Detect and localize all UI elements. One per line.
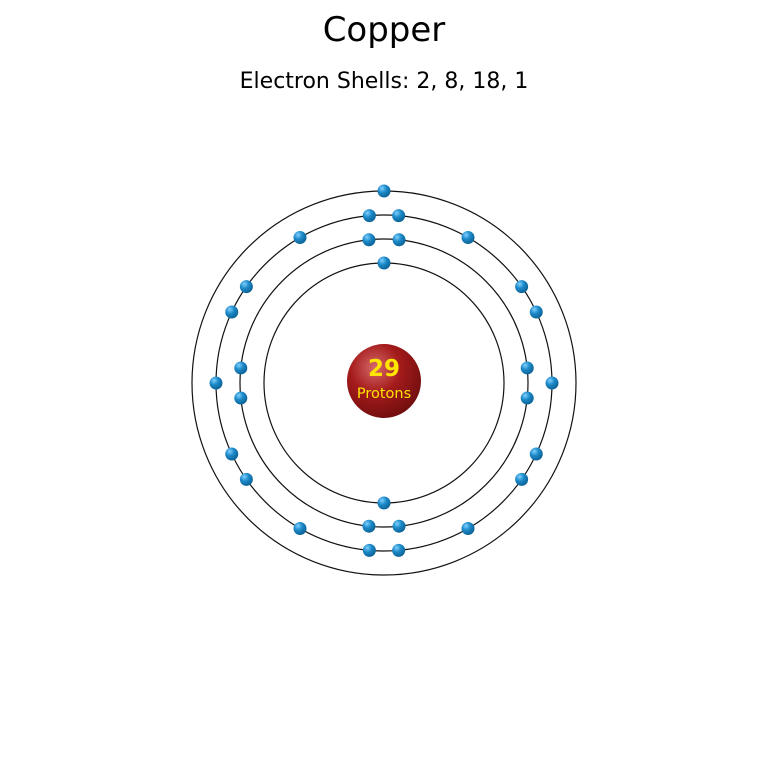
electron-shell-3-14 [462,231,475,244]
electron-shell-3-6 [515,473,528,486]
electron-shell-3-13 [294,231,307,244]
electron-shell-1-1 [378,257,391,270]
electron-shell-3-7 [392,544,405,557]
electron-shell-2-8 [234,361,247,374]
electron-shell-3-2 [392,209,405,222]
electron-shell-1-2 [378,497,391,510]
electron-shell-2-4 [521,392,534,405]
electron-shell-3-3 [515,280,528,293]
electron-shell-3-11 [225,306,238,319]
electron-shell-4-1 [378,185,391,198]
electron-shell-2-5 [393,520,406,533]
electron-shell-3-17 [294,522,307,535]
electron-shell-3-1 [363,209,376,222]
proton-count: 29 [368,356,400,382]
electron-shell-3-12 [240,280,253,293]
electron-shell-2-1 [362,233,375,246]
electron-shell-3-4 [530,306,543,319]
electron-shell-3-5 [530,448,543,461]
electron-shell-3-9 [240,473,253,486]
electron-shell-3-18 [210,377,223,390]
electron-shell-2-3 [521,361,534,374]
electron-shell-3-10 [225,448,238,461]
electron-shell-3-15 [546,377,559,390]
electron-shell-2-2 [393,233,406,246]
electron-shell-3-8 [363,544,376,557]
electron-shell-2-6 [362,520,375,533]
electron-shell-2-7 [234,392,247,405]
proton-label: Protons [357,386,411,402]
electron-shell-3-16 [462,522,475,535]
nucleus: 29 Protons [347,344,421,418]
